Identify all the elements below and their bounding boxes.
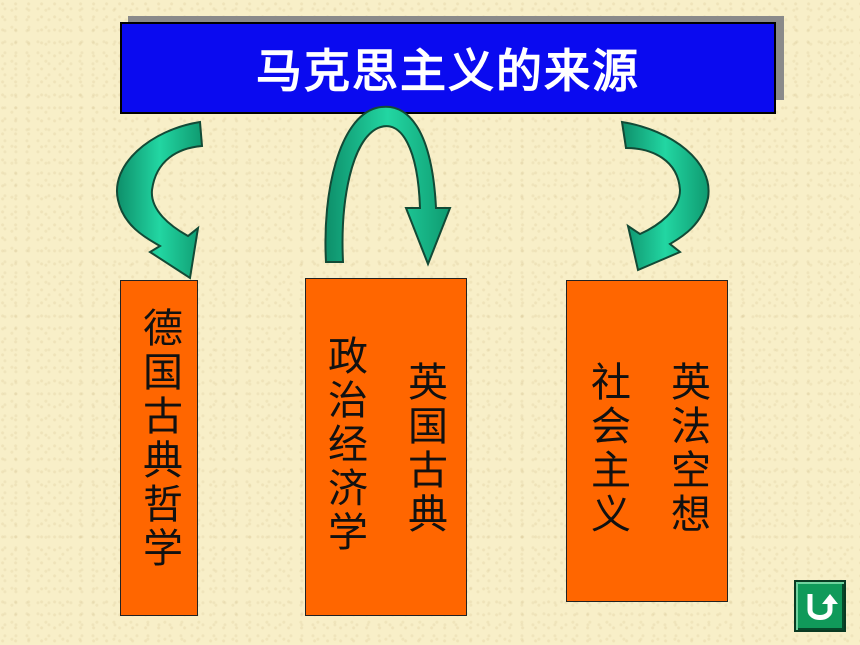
source-box-philosophy: 德国古典哲学 bbox=[120, 280, 198, 616]
source-label-socialism-b: 社会主义 bbox=[584, 361, 630, 537]
title-banner: 马克思主义的来源 bbox=[120, 22, 776, 114]
source-box-socialism: 英法空想 社会主义 bbox=[566, 280, 728, 602]
curved-arrow-left-icon bbox=[115, 120, 204, 280]
loop-arrow-middle-icon bbox=[324, 105, 452, 267]
source-label-philosophy: 德国古典哲学 bbox=[136, 307, 182, 571]
source-label-economics-b: 政治经济学 bbox=[321, 335, 367, 555]
source-label-economics-a: 英国古典 bbox=[401, 361, 447, 537]
back-button[interactable] bbox=[794, 580, 846, 632]
page-title: 马克思主义的来源 bbox=[256, 44, 640, 98]
curved-arrow-right-icon bbox=[620, 120, 710, 272]
source-label-socialism-a: 英法空想 bbox=[664, 361, 710, 537]
u-turn-back-icon bbox=[807, 594, 838, 620]
source-box-economics: 英国古典 政治经济学 bbox=[305, 278, 467, 616]
